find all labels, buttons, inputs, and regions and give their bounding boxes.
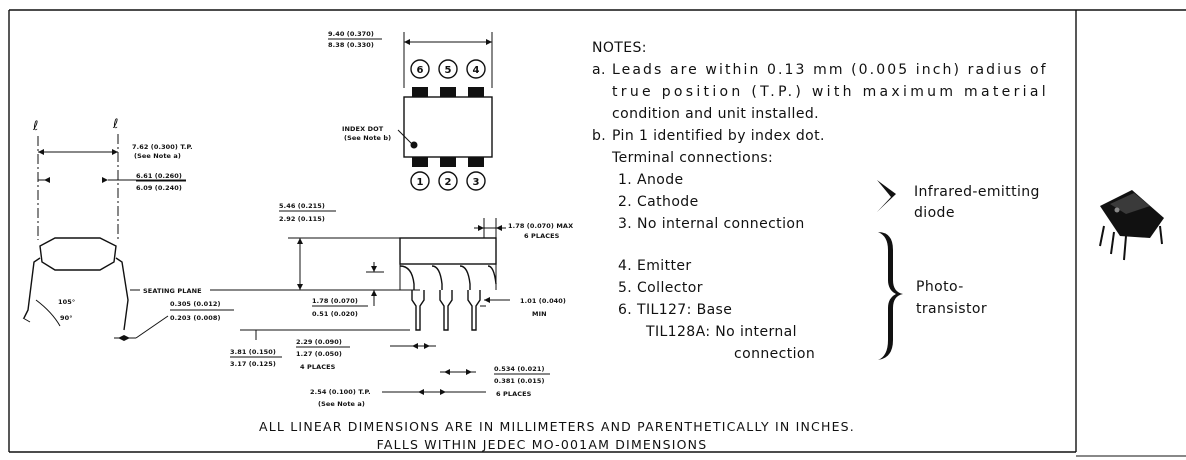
- seating-plane-label: SEATING PLANE: [143, 287, 202, 295]
- height-top: 5.46 (0.215): [279, 202, 325, 210]
- index-dot-label: INDEX DOT: [342, 125, 384, 133]
- photo-group-label-2: transistor: [916, 301, 987, 317]
- end-view-body: [39, 237, 117, 271]
- note-b-label: b.: [592, 128, 606, 144]
- top-view-dim-top: 9.40 (0.370): [328, 30, 374, 38]
- pin-3-label: 3: [473, 177, 480, 188]
- height-bottom: 2.92 (0.115): [279, 215, 325, 223]
- dip-package-illustration: [1099, 190, 1164, 261]
- ir-group-label-2: diode: [914, 205, 955, 221]
- pin-4-label: 4: [473, 65, 480, 76]
- end-width-bottom: 6.09 (0.240): [136, 184, 182, 192]
- top-pin-circles: 6 5 4: [410, 59, 486, 79]
- terminal-2: 2. Cathode: [618, 194, 699, 210]
- lead-width-min-suffix: MIN: [532, 310, 547, 318]
- centerline-right-symbol: ℓ: [112, 117, 118, 132]
- lead-width-places: 6 PLACES: [496, 390, 532, 398]
- standoff-bottom: 0.51 (0.020): [312, 310, 358, 318]
- pin-2-label: 2: [445, 177, 452, 188]
- note-a-line-1: Leads are within 0.13 mm (0.005 inch) ra…: [612, 62, 1047, 78]
- terminal-5: 5. Collector: [618, 280, 703, 296]
- note-a-line-3: condition and unit installed.: [612, 106, 819, 122]
- end-view: ℓ ℓ 7.62 (0.300) T.P. (See Note a) 6.61 …: [22, 117, 420, 341]
- index-dot: [410, 141, 418, 149]
- terminal-1: 1. Anode: [618, 172, 684, 188]
- ir-group-brace: [877, 180, 896, 212]
- top-view-dim-bottom: 8.38 (0.330): [328, 41, 374, 49]
- pin-5-label: 5: [445, 65, 452, 76]
- notes-block: NOTES: a. Leads are within 0.13 mm (0.00…: [592, 40, 1047, 362]
- lead-thickness-bottom: 0.203 (0.008): [170, 314, 221, 322]
- index-dot-note: (See Note b): [344, 134, 391, 142]
- angle-top: 105°: [58, 298, 75, 306]
- lead-pitch-label: 2.54 (0.100) T.P.: [310, 388, 371, 396]
- shoulder-dim-bottom: 1.27 (0.050): [296, 350, 342, 358]
- bottom-pin-circles: 1 2 3: [410, 171, 486, 191]
- lead-thickness-top: 0.305 (0.012): [170, 300, 221, 308]
- photo-group-label-1: Photo-: [916, 279, 964, 295]
- max-width-places: 6 PLACES: [524, 232, 560, 240]
- side-view: 5.46 (0.215) 2.92 (0.115) 1.78 (0.070) M…: [230, 202, 573, 408]
- note-a-label: a.: [592, 62, 606, 78]
- pin-1-label: 1: [417, 177, 424, 188]
- lead-width-min: 1.01 (0.040): [520, 297, 566, 305]
- notes-heading: NOTES:: [592, 40, 647, 56]
- top-view: 9.40 (0.370) 8.38 (0.330) 6 5 4 1 2 3 IN…: [328, 30, 493, 191]
- tp-spacing-note: (See Note a): [134, 152, 181, 160]
- terminal-3: 3. No internal connection: [618, 216, 805, 232]
- max-width-label: 1.78 (0.070) MAX: [508, 222, 573, 230]
- terminal-6: 6. TIL127: Base: [618, 302, 732, 318]
- ir-group-label-1: Infrared-emitting: [914, 184, 1040, 200]
- lead-length-top: 3.81 (0.150): [230, 348, 276, 356]
- end-view-left-lead: [23, 257, 41, 319]
- standoff-top: 1.78 (0.070): [312, 297, 358, 305]
- terminal-heading: Terminal connections:: [611, 150, 773, 166]
- side-view-body: [399, 237, 497, 265]
- top-view-body: [403, 96, 493, 158]
- shoulder-dim-top: 2.29 (0.090): [296, 338, 342, 346]
- end-width-top: 6.61 (0.260): [136, 172, 182, 180]
- footer-line-2: FALLS WITHIN JEDEC MO-001AM DIMENSIONS: [377, 437, 708, 452]
- shoulder-places: 4 PLACES: [300, 363, 336, 371]
- end-view-right-lead: [115, 257, 129, 331]
- footer-line-1: ALL LINEAR DIMENSIONS ARE IN MILLIMETERS…: [259, 419, 855, 434]
- note-b-line: Pin 1 identified by index dot.: [612, 128, 825, 144]
- terminal-4: 4. Emitter: [618, 258, 692, 274]
- tp-spacing-label: 7.62 (0.300) T.P.: [132, 143, 193, 151]
- centerline-left-symbol: ℓ: [32, 119, 38, 134]
- note-a-line-2: true position (T.P.) with maximum materi…: [612, 84, 1046, 100]
- lead-width-dim-bottom: 0.381 (0.015): [494, 377, 545, 385]
- terminal-6-til128a: TIL128A: No internal: [645, 324, 797, 340]
- terminal-6-til128a-cont: connection: [734, 346, 815, 362]
- angle-bottom: 90°: [60, 314, 73, 322]
- lead-width-dim-top: 0.534 (0.021): [494, 365, 545, 373]
- pin-6-label: 6: [417, 65, 424, 76]
- photo-group-brace: [878, 232, 903, 360]
- lead-length-bottom: 3.17 (0.125): [230, 360, 276, 368]
- lead-pitch-note: (See Note a): [318, 400, 365, 408]
